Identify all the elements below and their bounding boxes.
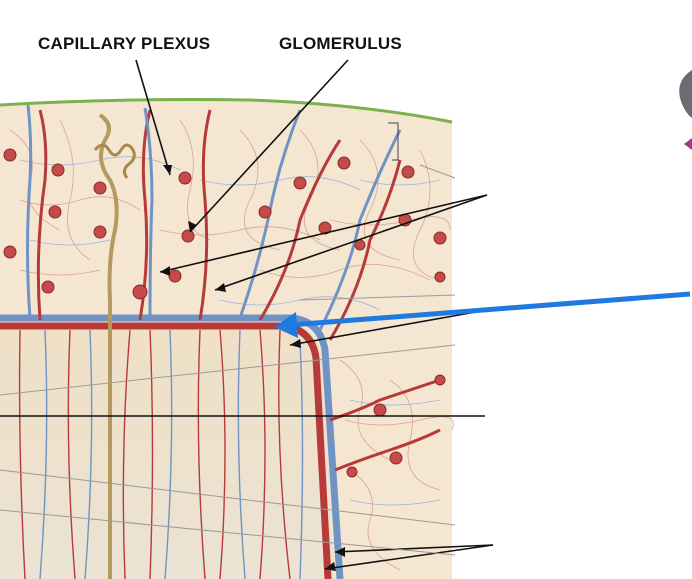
vasa-recta bbox=[18, 329, 304, 579]
faint-leader-lines bbox=[0, 164, 456, 556]
capillary-plexus-label: CAPILLARY PLEXUS bbox=[38, 34, 211, 53]
pointer-arrowheads bbox=[160, 165, 345, 571]
cortex-bracket bbox=[388, 122, 399, 161]
glomeruli bbox=[3, 148, 447, 478]
highlight-arrow-line bbox=[289, 291, 691, 328]
glomerulus-label: GLOMERULUS bbox=[279, 34, 402, 53]
interlobular-arteries bbox=[36, 109, 441, 472]
neighbor-image-fragment bbox=[679, 70, 692, 118]
renal-capsule bbox=[0, 98, 453, 124]
nephron-tubule bbox=[98, 113, 119, 579]
convoluted-tubule bbox=[93, 143, 136, 179]
neighbor-image-accent bbox=[684, 138, 692, 150]
medulla-tissue bbox=[0, 330, 335, 579]
highlight-arrowhead bbox=[274, 312, 298, 338]
pointer-lines bbox=[0, 59, 494, 570]
